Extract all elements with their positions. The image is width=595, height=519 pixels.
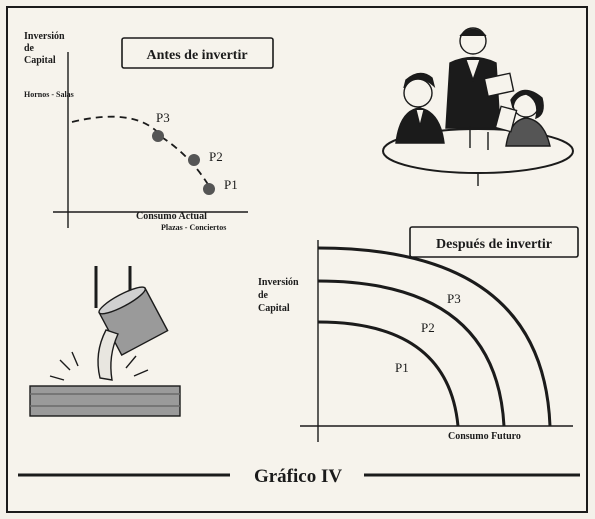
waiter-serving-diners-illustration <box>382 27 574 186</box>
top-x-sublabel: Plazas - Conciertos <box>161 223 226 232</box>
bottom-chart: Inversión de Capital P1 P2 P3 Después de… <box>258 226 579 442</box>
top-y-label-line-1: Inversión <box>24 31 65 42</box>
top-point-p1-label: P1 <box>224 177 238 192</box>
bottom-title-box <box>409 226 579 258</box>
top-point-p3-label: P3 <box>156 110 170 125</box>
top-point-p2-dot <box>188 154 200 166</box>
figure-frame: Inversión de Capital Hornos - Salas Ante… <box>6 6 588 513</box>
top-y-sublabel: Hornos - Salas <box>24 90 74 99</box>
top-point-p2-label: P2 <box>209 149 223 164</box>
top-dashed-curve <box>71 115 213 192</box>
top-chart: Inversión de Capital Hornos - Salas Ante… <box>24 31 274 232</box>
top-point-p1-dot <box>203 183 215 195</box>
bottom-chart-title: Después de invertir <box>436 237 552 252</box>
top-title-box <box>121 37 274 69</box>
bottom-curve-p1-label: P1 <box>395 360 409 375</box>
bottom-y-label-line-2: de <box>258 290 269 301</box>
bottom-curve-p3-label: P3 <box>447 291 461 306</box>
foundry-pouring-metal-illustration <box>29 266 181 417</box>
bottom-curve-p1 <box>317 320 460 427</box>
top-x-label: Consumo Actual <box>136 211 207 222</box>
bottom-curve-p3 <box>317 246 552 427</box>
bottom-y-label-line-3: Capital <box>258 303 290 314</box>
bottom-x-label: Consumo Futuro <box>448 431 521 442</box>
top-chart-title: Antes de invertir <box>146 48 247 63</box>
caption: Gráfico IV <box>18 466 580 487</box>
top-point-p3-dot <box>152 130 164 142</box>
bottom-curve-p2 <box>317 279 506 427</box>
diagram-canvas: Inversión de Capital Hornos - Salas Ante… <box>18 27 580 487</box>
top-y-label-line-2: de <box>24 43 35 54</box>
figure-caption: Gráfico IV <box>254 466 342 487</box>
top-y-label-line-3: Capital <box>24 55 56 66</box>
bottom-curve-p2-label: P2 <box>421 320 435 335</box>
bottom-y-label-line-1: Inversión <box>258 277 299 288</box>
